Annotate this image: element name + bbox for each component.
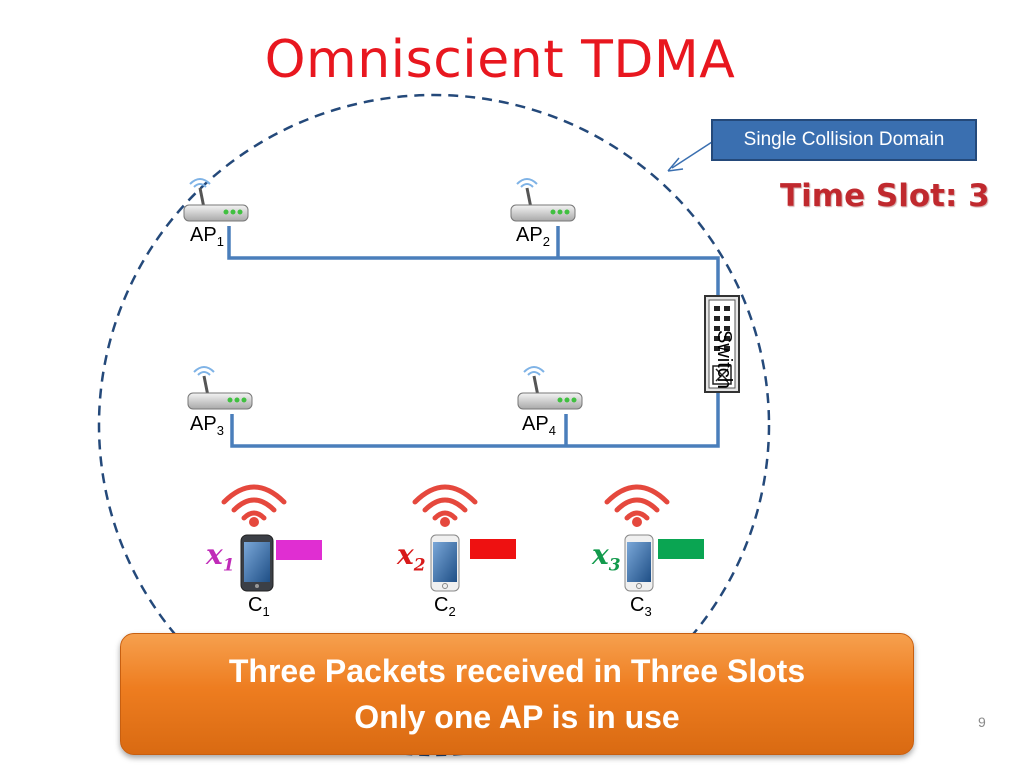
banner-line-2: Only one AP is in use [354,699,680,735]
packet-block-x2 [470,539,516,559]
packet-block-x3 [658,539,704,559]
c1-label: C1 [248,594,270,619]
router-icon-ap1 [183,178,249,222]
router-icon-ap3 [187,366,253,410]
collision-domain-label: Single Collision Domain [711,119,977,161]
lower-wire [230,392,720,448]
ap1-label: AP1 [190,224,224,249]
ap3-label: AP3 [190,413,224,438]
wifi-signal-icon-c2 [412,484,478,527]
packet-block-x1 [276,540,322,560]
upper-wire [227,226,720,298]
summary-banner: Three Packets received in Three Slots On… [120,633,914,755]
page-number: 9 [978,714,986,730]
wifi-signal-icon-c1 [221,484,287,527]
collision-domain-circle [97,93,771,757]
switch-icon [704,295,740,393]
phone-icon-c2 [430,534,460,592]
c2-label: C2 [434,594,456,619]
phone-icon-c3 [624,534,654,592]
time-slot-label: Time Slot: 3 [780,178,990,214]
router-icon-ap4 [517,366,583,410]
packet-label-x2: x2 [397,538,426,576]
switch-label: Switch [713,330,735,389]
phone-icon-c1 [240,534,274,592]
ap4-label: AP4 [522,413,556,438]
packet-label-x1: x1 [206,538,235,576]
ap2-label: AP2 [516,224,550,249]
banner-line-1: Three Packets received in Three Slots [228,653,806,689]
slide-title: Omniscient TDMA [264,30,736,90]
packet-label-x3: x3 [592,538,621,576]
router-icon-ap2 [510,178,576,222]
wifi-signal-icon-c3 [604,484,670,527]
domain-arrow [667,141,713,172]
c3-label: C3 [630,594,652,619]
